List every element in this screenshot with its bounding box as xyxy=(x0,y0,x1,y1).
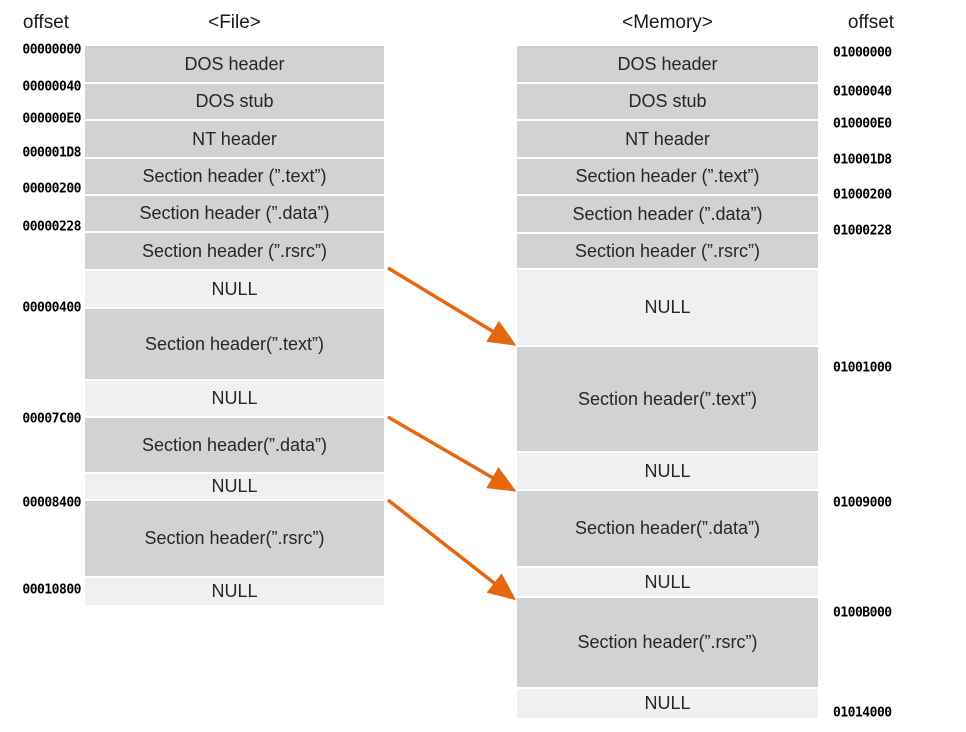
file-column-offset-label-1: 00000040 xyxy=(22,79,81,95)
file-offset-column-header: offset xyxy=(22,12,70,33)
memory-column-block-11: Section header(”.rsrc”) xyxy=(517,598,818,687)
memory-column-offset-label-2: 010000E0 xyxy=(833,116,892,132)
file-column-offset-label-5: 00000228 xyxy=(22,219,81,235)
file-column-offset-label-3: 000001D8 xyxy=(22,145,81,161)
memory-column-offset-label-9: 01014000 xyxy=(833,705,892,721)
file-column-offset-label-4: 00000200 xyxy=(22,181,81,197)
memory-offset-column-header: offset xyxy=(847,12,895,33)
file-column-block-10: NULL xyxy=(85,474,384,499)
memory-column-block-2: NT header xyxy=(517,121,818,157)
memory-column-offset-label-7: 01009000 xyxy=(833,495,892,511)
file-column-block-2: NT header xyxy=(85,121,384,157)
file-column-block-1: DOS stub xyxy=(85,84,384,119)
memory-column-block-7: Section header(”.text”) xyxy=(517,347,818,451)
file-column-offset-label-2: 000000E0 xyxy=(22,111,81,127)
file-column-block-11: Section header(”.rsrc”) xyxy=(85,501,384,576)
file-column-offset-label-8: 00008400 xyxy=(22,495,81,511)
file-column-block-5: Section header (”.rsrc”) xyxy=(85,233,384,269)
file-column-block-6: NULL xyxy=(85,271,384,307)
file-column-offset-label-6: 00000400 xyxy=(22,300,81,316)
file-column-title: <File> xyxy=(208,12,261,33)
memory-column-block-9: Section header(”.data”) xyxy=(517,491,818,566)
file-column-block-8: NULL xyxy=(85,381,384,416)
map-rsrc-to-rsrc-arrow xyxy=(386,498,517,601)
memory-column-block-5: Section header (”.rsrc”) xyxy=(517,234,818,268)
memory-column-offset-label-5: 01000228 xyxy=(833,223,892,239)
memory-column-block-3: Section header (”.text”) xyxy=(517,159,818,194)
file-column-offset-label-0: 00000000 xyxy=(22,42,81,58)
file-column-block-9: Section header(”.data”) xyxy=(85,418,384,472)
file-column-offset-label-7: 00007C00 xyxy=(22,411,81,427)
memory-column-block-4: Section header (”.data”) xyxy=(517,196,818,232)
memory-column-block-10: NULL xyxy=(517,568,818,596)
memory-column-offset-label-0: 01000000 xyxy=(833,45,892,61)
memory-column-block-6: NULL xyxy=(517,270,818,345)
file-column-offset-label-9: 00010800 xyxy=(22,582,81,598)
file-column-block-7: Section header(”.text”) xyxy=(85,309,384,379)
map-data-to-data-arrow xyxy=(387,415,517,492)
file-column-block-12: NULL xyxy=(85,578,384,605)
memory-column-offset-label-8: 0100B000 xyxy=(833,605,892,621)
memory-column-offset-label-4: 01000200 xyxy=(833,187,892,203)
memory-column-block-12: NULL xyxy=(517,689,818,718)
memory-column-offset-label-6: 01001000 xyxy=(833,360,892,376)
file-column-block-4: Section header (”.data”) xyxy=(85,196,384,231)
memory-column-title: <Memory> xyxy=(622,12,713,33)
memory-column-block-1: DOS stub xyxy=(517,84,818,119)
memory-column-block-8: NULL xyxy=(517,453,818,489)
file-column-block-0: DOS header xyxy=(85,46,384,82)
memory-column-block-0: DOS header xyxy=(517,46,818,82)
map-headers-to-text-arrow xyxy=(387,266,517,346)
memory-column-offset-label-3: 010001D8 xyxy=(833,152,892,168)
file-column-block-3: Section header (”.text”) xyxy=(85,159,384,194)
memory-column-offset-label-1: 01000040 xyxy=(833,84,892,100)
